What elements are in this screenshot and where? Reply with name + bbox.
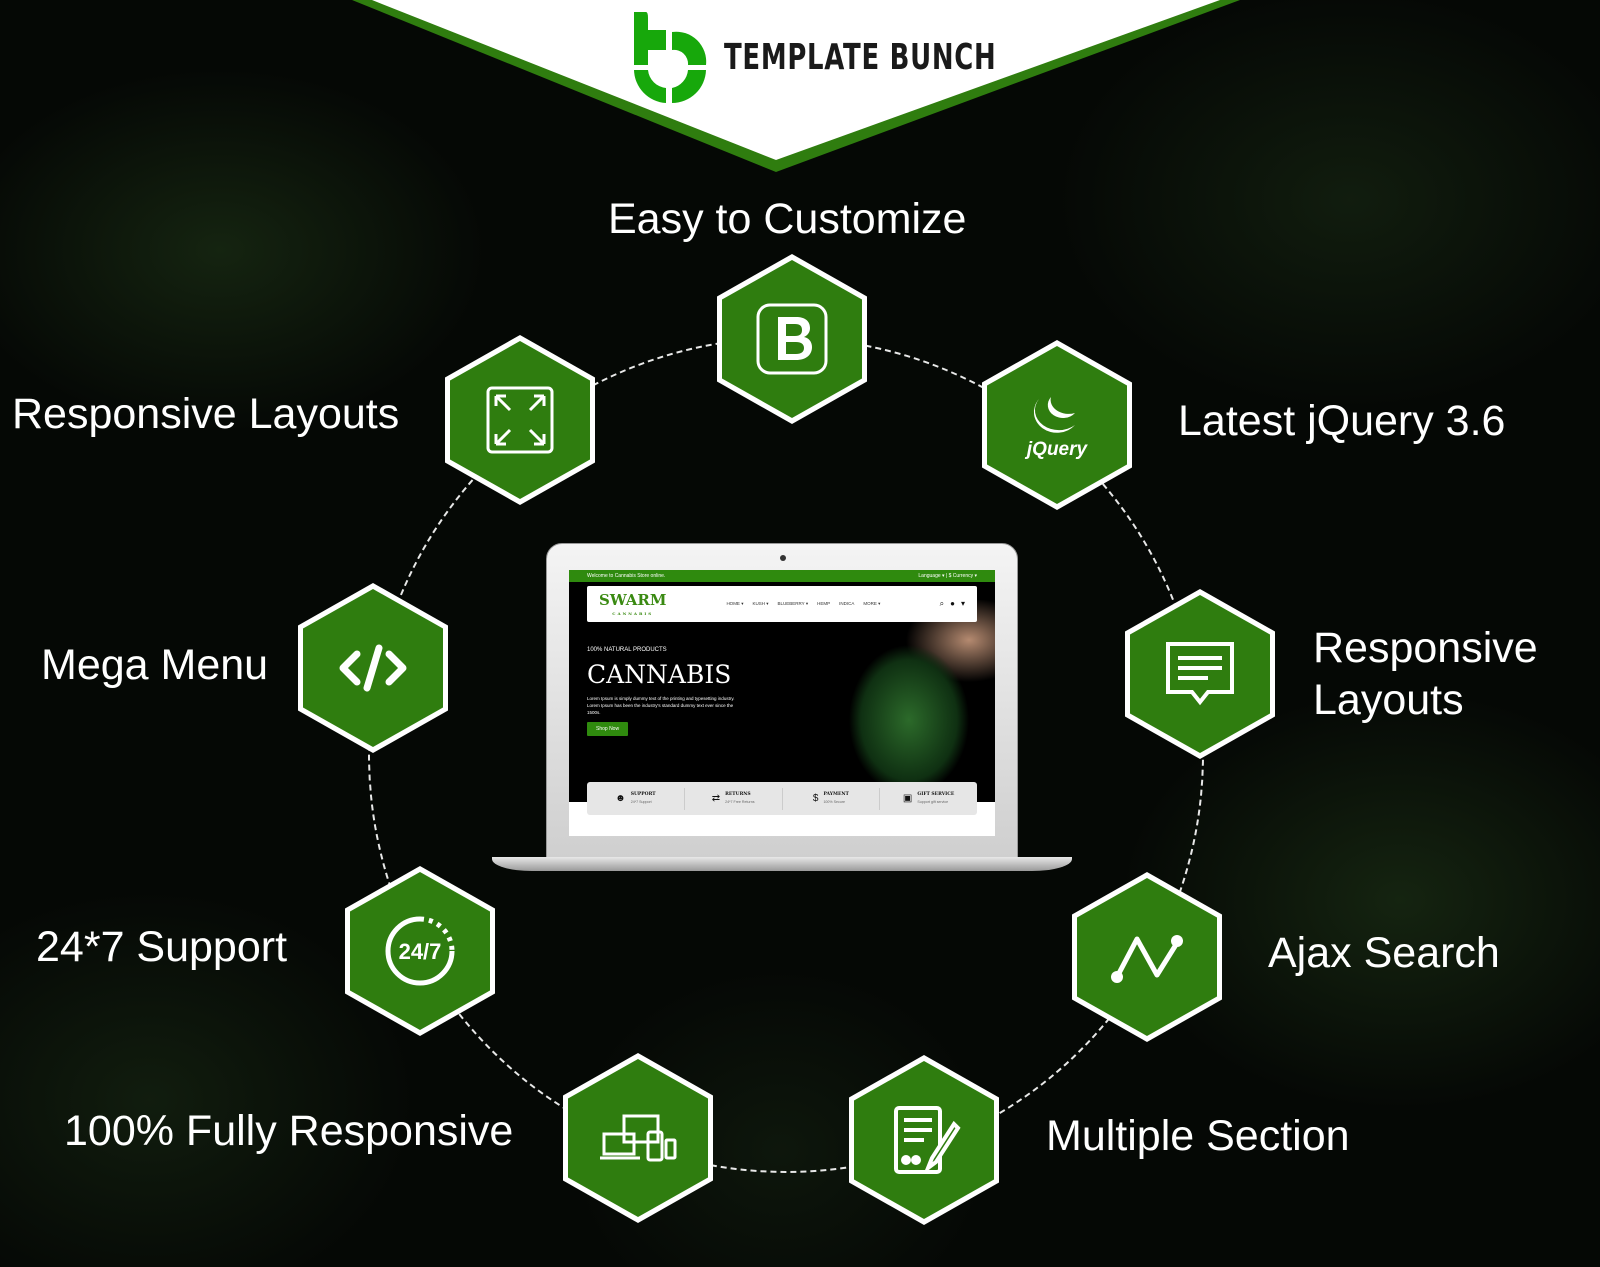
camera xyxy=(780,555,786,561)
hex-expand xyxy=(445,335,595,505)
hero-text: Lorem Ipsum is simply dummy text of the … xyxy=(587,696,735,715)
cannabis-leaf-image xyxy=(809,600,995,810)
preview-menu: HOME ▾ KUSH ▾ BLUEBERRY ▾ HEMP INDICA MO… xyxy=(726,600,880,608)
service-subtitle: 24*7 Support xyxy=(630,800,652,804)
preview-topbar: Welcome to Cannabis Store online. Languag… xyxy=(569,570,995,582)
returns-icon: ⇄ xyxy=(711,792,721,804)
swarm-logo-text: SWARM xyxy=(599,591,667,609)
document-edit-icon xyxy=(894,1106,961,1174)
devices-icon xyxy=(600,1114,677,1162)
service-title: RETURNS xyxy=(725,792,751,797)
feature-label-responsive-layouts: Responsive Layouts xyxy=(12,390,400,438)
support-24-7-icon: 24/7 xyxy=(385,916,455,986)
user-icon[interactable]: ● xyxy=(950,599,955,608)
hex-multiple-section xyxy=(849,1055,999,1225)
menu-more[interactable]: MORE ▾ xyxy=(863,601,881,606)
hex-bootstrap xyxy=(717,254,867,424)
hero-title: CANNABIS xyxy=(587,660,732,689)
jquery-icon-text: jQuery xyxy=(1024,439,1089,460)
swarm-logo-subtext: CANNABIS xyxy=(612,611,654,616)
feature-label-easy-customize: Easy to Customize xyxy=(608,195,967,243)
website-preview-screen: Welcome to Cannabis Store online. Languag… xyxy=(569,570,995,836)
money-bag-icon: $ xyxy=(812,792,819,804)
service-subtitle: 100% Secure xyxy=(823,800,846,804)
laptop-preview: Welcome to Cannabis Store online. Languag… xyxy=(546,543,1018,859)
service-subtitle: Support gift service xyxy=(917,800,949,804)
headset-icon: ☻ xyxy=(615,792,626,804)
preview-navbar: SWARM CANNABIS HOME ▾ KUSH ▾ BLUEBERRY ▾ … xyxy=(587,586,977,622)
service-payment: $ PAYMENT 100% Secure xyxy=(783,787,881,810)
bootstrap-icon xyxy=(756,303,828,375)
header-banner: TEMPLATE BUNCH xyxy=(0,0,1600,180)
service-gift: ▣ GIFT SERVICE Support gift service xyxy=(880,788,977,810)
feature-label-mega-menu: Mega Menu xyxy=(41,641,269,689)
service-support: ☻ SUPPORT 24*7 Support xyxy=(587,787,685,810)
shop-now-button[interactable]: Shop Now xyxy=(587,722,629,736)
jquery-icon: jQuery xyxy=(1024,397,1089,460)
feature-label-fully-responsive: 100% Fully Responsive xyxy=(64,1107,514,1155)
laptop-base xyxy=(492,857,1072,871)
template-bunch-logo-icon xyxy=(634,12,707,103)
menu-blueberry[interactable]: BLUEBERRY ▾ xyxy=(777,601,809,606)
label-line-2: Layouts xyxy=(1313,676,1464,724)
label-line-1: Responsive xyxy=(1313,624,1538,672)
preview-services: ☻ SUPPORT 24*7 Support ⇄ RETURNS 24*7 Free R… xyxy=(587,782,977,815)
menu-indica[interactable]: INDICA xyxy=(839,601,855,606)
brand-logo: TEMPLATE BUNCH xyxy=(632,10,1102,105)
service-subtitle: 24*7 Free Returns xyxy=(725,800,755,804)
hex-jquery: jQuery xyxy=(982,340,1132,510)
feature-label-multiple-section: Multiple Section xyxy=(1046,1112,1350,1160)
search-icon[interactable]: ⌕ xyxy=(939,599,945,608)
hex-devices xyxy=(563,1053,713,1223)
preview-hero: 100% NATURAL PRODUCTS CANNABIS Lorem Ips… xyxy=(587,646,747,736)
support-icon-text: 24/7 xyxy=(399,939,442,964)
code-icon xyxy=(339,644,407,692)
menu-home[interactable]: HOME ▾ xyxy=(726,601,744,606)
feature-label-jquery: Latest jQuery 3.6 xyxy=(1178,397,1506,445)
expand-icon xyxy=(486,386,554,454)
gift-icon: ▣ xyxy=(902,792,913,804)
hero-kicker: 100% NATURAL PRODUCTS xyxy=(587,647,667,653)
chat-icon xyxy=(1166,642,1234,706)
service-title: PAYMENT xyxy=(823,792,849,797)
line-graph-icon xyxy=(1111,935,1183,983)
menu-kush[interactable]: KUSH ▾ xyxy=(752,601,769,606)
menu-hemp[interactable]: HEMP xyxy=(817,601,831,606)
cart-icon[interactable]: ▾ xyxy=(960,599,965,608)
service-title: GIFT SERVICE xyxy=(917,792,955,797)
feature-label-ajax-search: Ajax Search xyxy=(1268,929,1500,977)
swarm-logo[interactable]: SWARM CANNABIS xyxy=(599,591,666,617)
service-returns: ⇄ RETURNS 24*7 Free Returns xyxy=(685,787,783,810)
service-title: SUPPORT xyxy=(630,792,656,797)
header-chevron xyxy=(352,0,1240,172)
feature-label-support: 24*7 Support xyxy=(36,923,288,971)
language-select[interactable]: Language ▾ xyxy=(918,573,945,579)
brand-name: TEMPLATE BUNCH xyxy=(724,36,997,78)
currency-select[interactable]: $ Currency ▾ xyxy=(948,573,977,579)
welcome-text: Welcome to Cannabis Store online. xyxy=(587,573,666,579)
